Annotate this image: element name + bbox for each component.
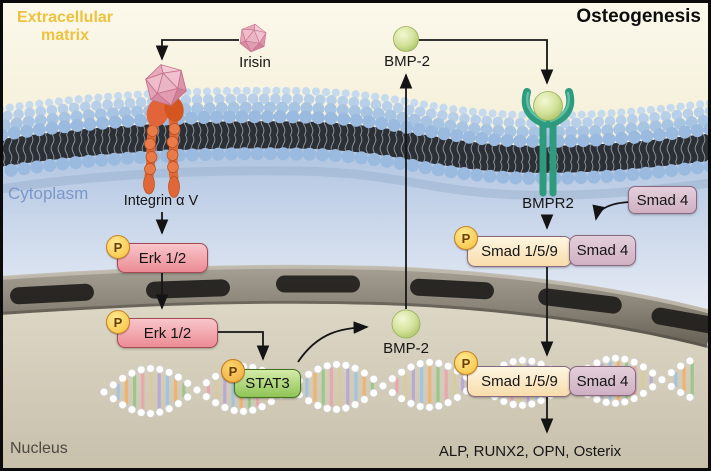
erk-lower-node: Erk 1/2 <box>117 318 218 348</box>
phosphate-badge: P <box>454 351 478 375</box>
cytoplasm-label: Cytoplasm <box>8 184 89 203</box>
phosphate-badge: P <box>106 310 130 334</box>
phosphate-badge: P <box>221 359 245 383</box>
smad159-cytoplasm-node: Smad 1/5/9 <box>467 236 572 267</box>
arrow-bmp2-to-bmpr2 <box>419 39 554 85</box>
phosphate-badge: P <box>106 235 130 259</box>
arrow-smad4-join <box>592 201 631 221</box>
pathway-arrows <box>155 39 631 434</box>
irisin-label: Irisin <box>239 54 271 71</box>
phosphate-badge: P <box>454 226 478 250</box>
nuclear-pores <box>10 275 711 337</box>
bmp2-nuclear-label: BMP-2 <box>383 340 429 357</box>
smad4-cytoplasm-node: Smad 4 <box>569 235 636 266</box>
bmpr2-label: BMPR2 <box>522 195 574 212</box>
nuclear-envelope <box>0 264 711 350</box>
arrow-stat3-to-bmp2 <box>297 321 369 363</box>
stat3-node: STAT3 <box>234 369 301 398</box>
bmp2-ligand-bound <box>533 91 563 121</box>
extracellular-matrix-label: Extracellular matrix <box>16 9 114 45</box>
arrow-irisin-to-integrin <box>155 39 239 61</box>
bmpr2-receptor <box>521 88 575 197</box>
integrin-receptor <box>143 96 184 198</box>
smad159-nuclear-node: Smad 1/5/9 <box>467 366 572 397</box>
arrow-erk-to-stat3 <box>217 331 270 361</box>
target-genes-label: ALP, RUNX2, OPN, Osterix <box>438 443 622 460</box>
bmp2-label: BMP-2 <box>384 53 430 70</box>
integrin-label: Integrin α V <box>123 193 199 209</box>
erk-upper-node: Erk 1/2 <box>117 243 208 273</box>
bmp2-ligand <box>393 26 419 52</box>
smad4-nuclear-node: Smad 4 <box>569 366 636 396</box>
figure-title: Osteogenesis <box>576 6 701 27</box>
nucleus-label: Nucleus <box>10 440 68 457</box>
plasma-membrane <box>0 86 711 200</box>
bmp2-nuclear-product <box>391 309 421 339</box>
smad4-free-node: Smad 4 <box>628 186 697 214</box>
